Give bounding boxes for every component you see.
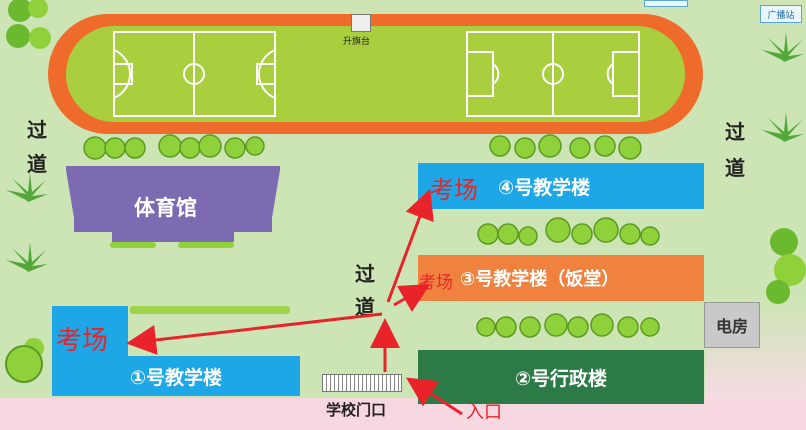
exam-label-building-1: 考场 <box>56 326 109 356</box>
building-2-label: ②号行政楼 <box>514 367 608 390</box>
building-3-label: ③号教学楼（饭堂） <box>460 269 620 290</box>
right-palm-trees <box>762 32 806 304</box>
center-corridor-label-2: 道 <box>355 295 375 319</box>
school-gate-icon <box>322 374 402 392</box>
hedge-row-2 <box>477 217 660 246</box>
gym-hedge-2 <box>178 242 234 248</box>
right-corridor-label-2: 道 <box>725 156 745 180</box>
bottom-left-tree <box>5 345 43 383</box>
building-3: ③号教学楼（饭堂） <box>418 255 704 301</box>
exam-label-building-3: 考场 <box>419 273 453 293</box>
power-room-label: 电房 <box>715 317 748 336</box>
arrow-center-to-building-1 <box>126 312 383 355</box>
school-gate-label: 学校门口 <box>326 401 387 419</box>
power-room: 电房 <box>704 302 760 348</box>
basketball-court <box>113 31 276 117</box>
building-1: ①号教学楼 <box>52 356 300 396</box>
building-2: ②号行政楼 <box>418 350 704 404</box>
building-1-top <box>52 306 128 360</box>
top-tag <box>644 0 688 7</box>
exam-label-building-4: 考场 <box>430 176 478 204</box>
gym-hedge-1 <box>110 242 156 248</box>
hedge-row-3 <box>476 313 660 338</box>
arrow-center-to-building-3 <box>393 284 431 312</box>
soccer-field <box>466 31 640 117</box>
entrance-label: 入口 <box>466 402 502 423</box>
center-corridor-label-1: 过 <box>355 262 375 286</box>
building-4: ④号教学楼 <box>418 163 704 209</box>
top-left-trees <box>6 0 51 49</box>
broadcast-station-tag: 广播站 <box>760 5 802 23</box>
right-corridor-label-1: 过 <box>725 120 745 144</box>
hedge-mid-left <box>130 306 290 314</box>
building-1-label: ①号教学楼 <box>129 366 223 389</box>
flag-platform-icon <box>351 14 371 32</box>
left-corridor-label-1: 过 <box>27 118 47 142</box>
sports-field <box>66 26 685 122</box>
left-corridor-label-2: 道 <box>27 152 47 176</box>
gymnasium-shape <box>66 166 280 242</box>
gymnasium-label: 体育馆 <box>134 196 197 220</box>
building-4-label: ④号教学楼 <box>498 176 591 199</box>
hedge-row-top <box>83 134 642 160</box>
flag-platform-label: 升旗台 <box>343 37 371 47</box>
